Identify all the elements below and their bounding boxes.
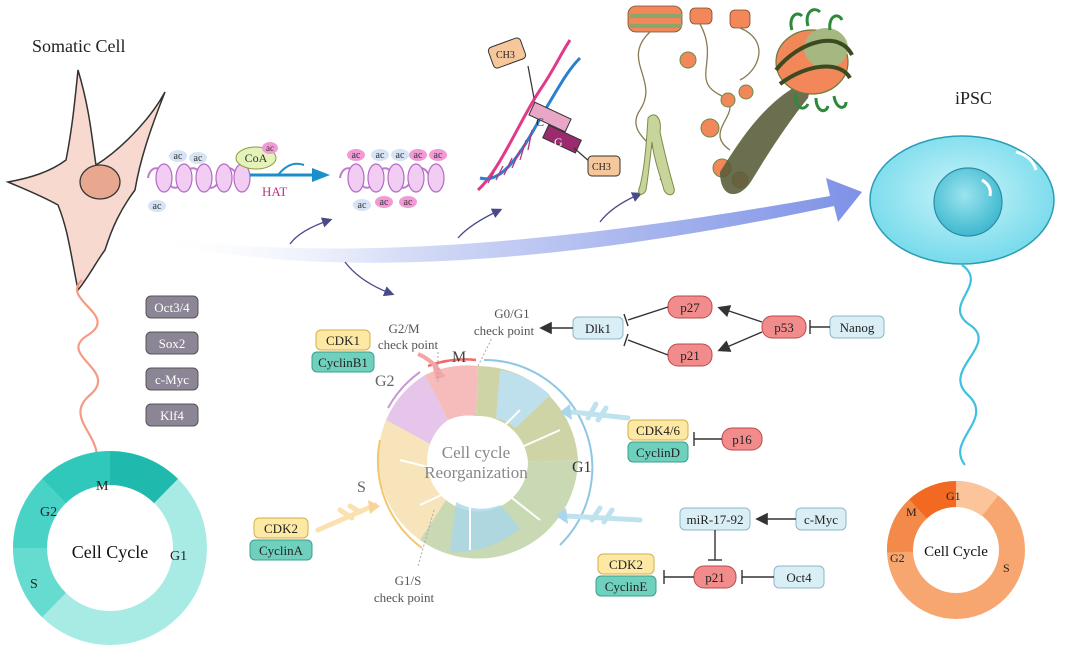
ac-label: ac — [266, 143, 274, 153]
dna-base-c: C — [536, 115, 544, 129]
hat-label: HAT — [262, 184, 287, 199]
cyclinb1-label: CyclinB1 — [318, 355, 368, 370]
cmyc-label: c-Myc — [804, 512, 838, 527]
somatic-cell-label: Somatic Cell — [32, 36, 126, 56]
ac-label: ac — [376, 150, 385, 161]
p53-label: p53 — [774, 320, 794, 335]
somatic-cycle-title: Cell Cycle — [72, 542, 148, 562]
ipsc-phase-s: S — [1003, 561, 1010, 575]
cycline-label: CyclinE — [605, 579, 648, 594]
p21-bottom-label: p21 — [705, 570, 725, 585]
reorg-title-1: Cell cycle — [442, 443, 510, 462]
histone-acetylation: ac ac ac CoA ac HAT ac ac ac ac ac ac — [147, 142, 447, 212]
ac-label: ac — [174, 151, 183, 162]
mir1792-label: miR-17-92 — [686, 512, 743, 527]
g2m-checkpoint-1: G2/M — [388, 321, 420, 336]
factor-sox2: Sox2 — [159, 336, 186, 351]
reorg-phase-m: M — [452, 349, 466, 366]
oct4-label: Oct4 — [786, 570, 812, 585]
step-arrows — [289, 192, 643, 297]
ipsc-phase-g1: G1 — [946, 489, 961, 503]
reorg-title-2: Reorganization — [424, 463, 528, 482]
reorg-phase-s: S — [357, 479, 366, 496]
yamanaka-factors: Oct3/4 Sox2 c-Myc Klf4 — [145, 295, 199, 427]
ac-label: ac — [194, 153, 203, 164]
ac-label: ac — [352, 150, 361, 161]
g2m-checkpoint-2: check point — [378, 337, 439, 352]
g0g1-checkpoint-2: check point — [474, 323, 535, 338]
cdk2a-label: CDK2 — [264, 521, 298, 536]
p27-label: p27 — [680, 300, 700, 315]
ipsc-cell-cycle-ring: Cell Cycle G1 M G2 S — [887, 481, 1025, 619]
dna-methylation: C G CH3 CH3 — [476, 37, 621, 192]
ipsc-cycle-title: Cell Cycle — [924, 544, 988, 560]
chromosome-icon — [638, 114, 675, 196]
cdk2e-label: CDK2 — [609, 557, 643, 572]
ipsc-nucleus-icon — [933, 167, 1003, 237]
ac-label: ac — [380, 197, 389, 208]
somatic-cell-cycle-ring: Cell Cycle M G2 S G1 — [13, 451, 207, 645]
cyclind-label: CyclinD — [636, 445, 680, 460]
cdk1-cyclinb1-complex: CDK1 CyclinB1 — [311, 329, 375, 373]
ch3-top-label: CH3 — [496, 50, 515, 61]
factor-cmyc: c-Myc — [155, 372, 189, 387]
somatic-phase-g2: G2 — [40, 505, 57, 520]
cdk46-cyclind-complex: CDK4/6 CyclinD — [627, 419, 689, 463]
dna-base-g: G — [554, 135, 563, 149]
cdk2-cyclina-complex: CDK2 CyclinA — [249, 517, 313, 561]
ch3-bottom-label: CH3 — [592, 162, 611, 173]
g1s-checkpoint-2: check point — [374, 590, 435, 605]
cdk2-cycline-complex: CDK2 CyclinE — [595, 553, 657, 597]
p16-label: p16 — [732, 432, 752, 447]
dlk1-label: Dlk1 — [585, 321, 611, 336]
reprogramming-big-arrow — [150, 178, 862, 263]
p21-top-label: p21 — [680, 348, 700, 363]
cell-cycle-reorganization-wheel: Cell cycle Reorganization M G2 S G1 G2/M… — [357, 306, 594, 605]
somatic-phase-g1: G1 — [170, 549, 187, 564]
factor-oct34: Oct3/4 — [154, 300, 190, 315]
reorg-phase-g1: G1 — [572, 459, 592, 476]
regulatory-network: Dlk1 p27 p21 p53 Nanog p16 miR-17-92 c-M… — [539, 295, 885, 589]
ipsc-label: iPSC — [955, 88, 992, 108]
cyclina-label: CyclinA — [259, 543, 304, 558]
somatic-dna-squiggle — [75, 279, 100, 471]
reorg-phase-g2: G2 — [375, 373, 395, 390]
g0g1-checkpoint-1: G0/G1 — [494, 306, 529, 321]
ac-label: ac — [404, 197, 413, 208]
cdk-arrows — [315, 401, 643, 533]
g1s-checkpoint-1: G1/S — [395, 573, 422, 588]
ac-label: ac — [434, 150, 443, 161]
coa-label: CoA — [245, 151, 268, 165]
ac-label: ac — [414, 150, 423, 161]
somatic-nucleus-icon — [79, 164, 121, 200]
ipsc-phase-g2: G2 — [890, 551, 905, 565]
chromatin-structure — [627, 5, 854, 196]
ac-label: ac — [396, 150, 405, 161]
somatic-phase-m: M — [96, 479, 109, 494]
ipsc-phase-m: M — [906, 505, 917, 519]
cdk1-label: CDK1 — [326, 333, 360, 348]
somatic-phase-s: S — [30, 577, 38, 592]
ipsc-dna-squiggle — [958, 264, 980, 466]
cdk46-label: CDK4/6 — [636, 423, 681, 438]
ac-label: ac — [153, 201, 162, 212]
nanog-label: Nanog — [840, 320, 875, 335]
factor-klf4: Klf4 — [160, 408, 184, 423]
ac-label: ac — [358, 200, 367, 211]
